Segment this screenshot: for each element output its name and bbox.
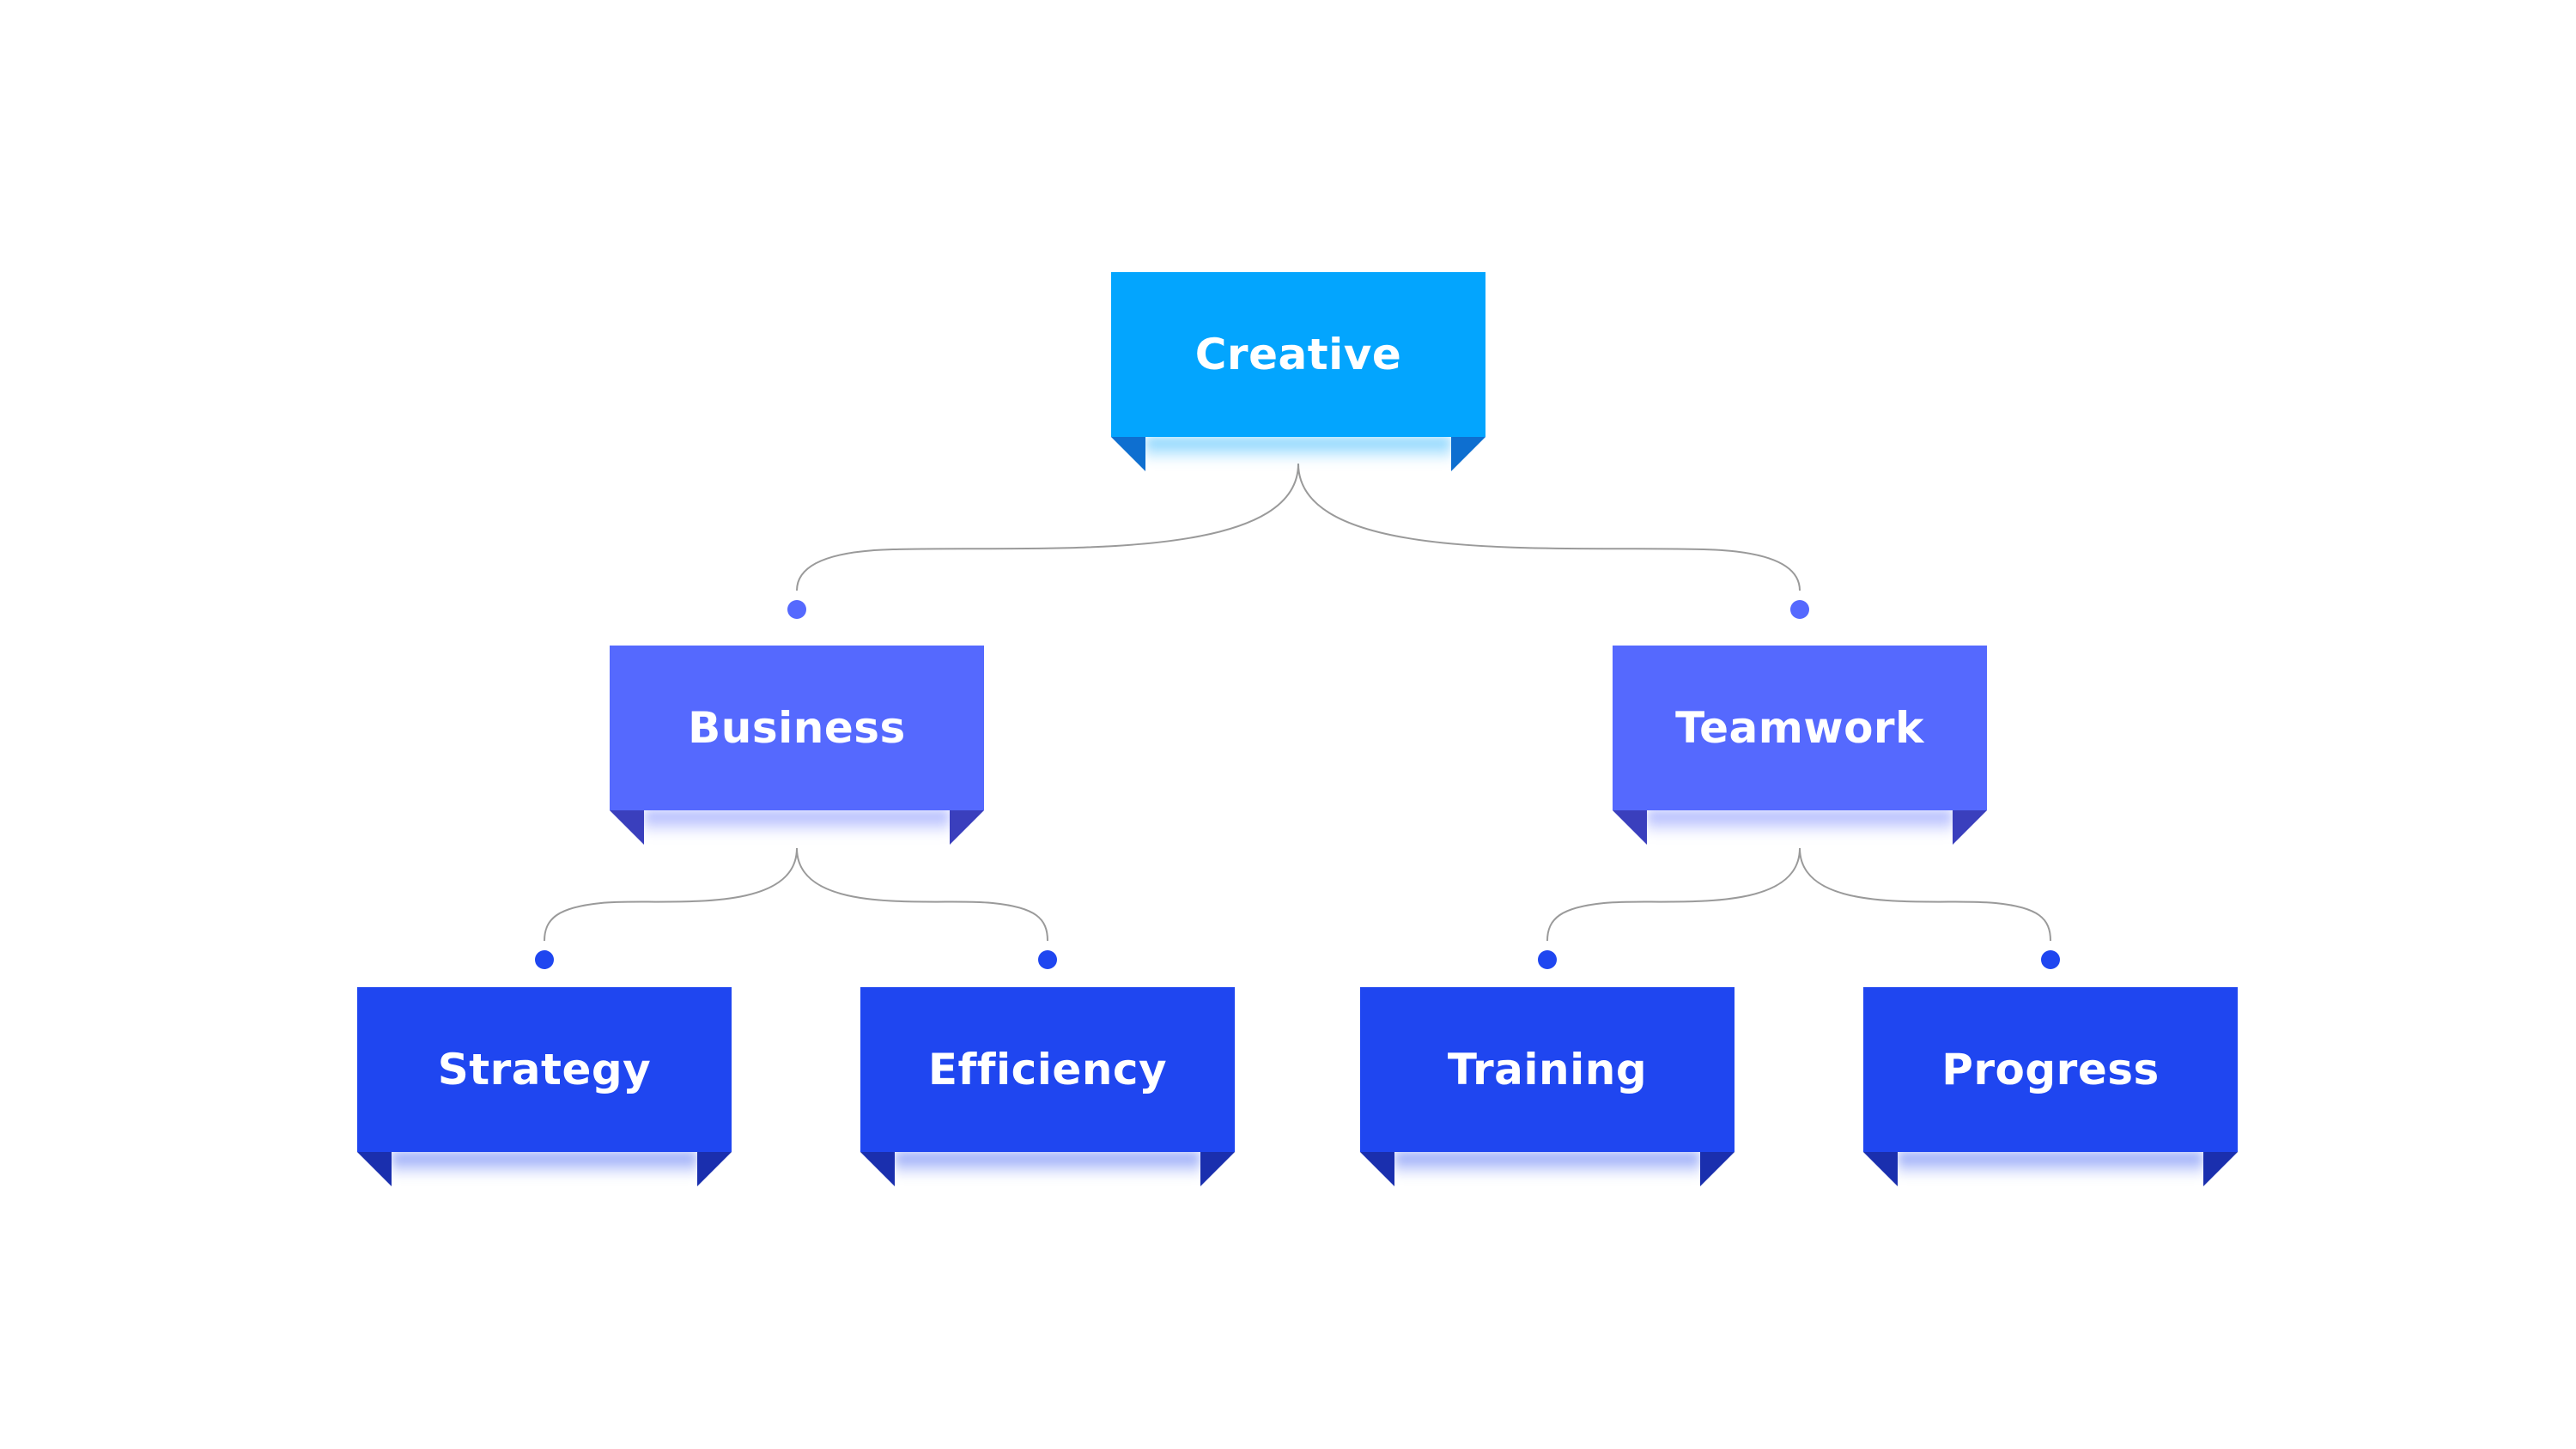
node-strategy: Strategy xyxy=(357,987,732,1186)
node-box: Progress xyxy=(1863,987,2238,1152)
connector-dot-strategy xyxy=(535,950,554,969)
node-efficiency: Efficiency xyxy=(860,987,1235,1186)
node-progress: Progress xyxy=(1863,987,2238,1186)
node-box: Efficiency xyxy=(860,987,1235,1152)
node-shadow xyxy=(1394,1152,1700,1178)
node-shadow xyxy=(1145,437,1451,463)
node-shadow xyxy=(392,1152,697,1178)
ribbon-fold-left xyxy=(1360,1152,1394,1186)
node-box: Teamwork xyxy=(1613,646,1987,810)
ribbon-fold-left xyxy=(1613,810,1647,845)
node-shadow xyxy=(895,1152,1200,1178)
node-business: Business xyxy=(610,646,984,845)
node-shadow xyxy=(644,810,950,836)
node-label: Business xyxy=(688,703,906,753)
connector-dot-teamwork xyxy=(1790,600,1809,619)
ribbon-fold-left xyxy=(610,810,644,845)
connector-teamwork-progress xyxy=(1799,847,2051,942)
ribbon-fold-right xyxy=(950,810,984,845)
connector-business-efficiency xyxy=(796,847,1048,942)
connector-business-strategy xyxy=(544,847,798,942)
node-box: Strategy xyxy=(357,987,732,1152)
ribbon-fold-right xyxy=(1451,437,1485,471)
node-box: Creative xyxy=(1111,272,1485,437)
ribbon-fold-left xyxy=(860,1152,895,1186)
connector-dot-progress xyxy=(2041,950,2060,969)
ribbon-fold-left xyxy=(1863,1152,1898,1186)
ribbon-fold-right xyxy=(2203,1152,2238,1186)
node-label: Teamwork xyxy=(1675,703,1924,753)
node-label: Training xyxy=(1447,1045,1648,1094)
node-box: Business xyxy=(610,646,984,810)
ribbon-fold-left xyxy=(1111,437,1145,471)
node-label: Creative xyxy=(1194,330,1402,379)
node-shadow xyxy=(1898,1152,2203,1178)
connector-creative-business xyxy=(796,463,1299,591)
connector-creative-teamwork xyxy=(1297,463,1801,591)
node-label: Progress xyxy=(1941,1045,2160,1094)
node-box: Training xyxy=(1360,987,1735,1152)
node-creative: Creative xyxy=(1111,272,1485,471)
ribbon-fold-left xyxy=(357,1152,392,1186)
node-label: Efficiency xyxy=(927,1045,1168,1094)
ribbon-fold-right xyxy=(1700,1152,1735,1186)
ribbon-fold-right xyxy=(1953,810,1987,845)
node-teamwork: Teamwork xyxy=(1613,646,1987,845)
connector-dot-training xyxy=(1538,950,1557,969)
node-label: Strategy xyxy=(437,1045,652,1094)
connector-dot-business xyxy=(787,600,806,619)
node-training: Training xyxy=(1360,987,1735,1186)
connector-dot-efficiency xyxy=(1038,950,1057,969)
node-shadow xyxy=(1647,810,1953,836)
ribbon-fold-right xyxy=(697,1152,732,1186)
ribbon-fold-right xyxy=(1200,1152,1235,1186)
connector-teamwork-training xyxy=(1546,847,1801,942)
